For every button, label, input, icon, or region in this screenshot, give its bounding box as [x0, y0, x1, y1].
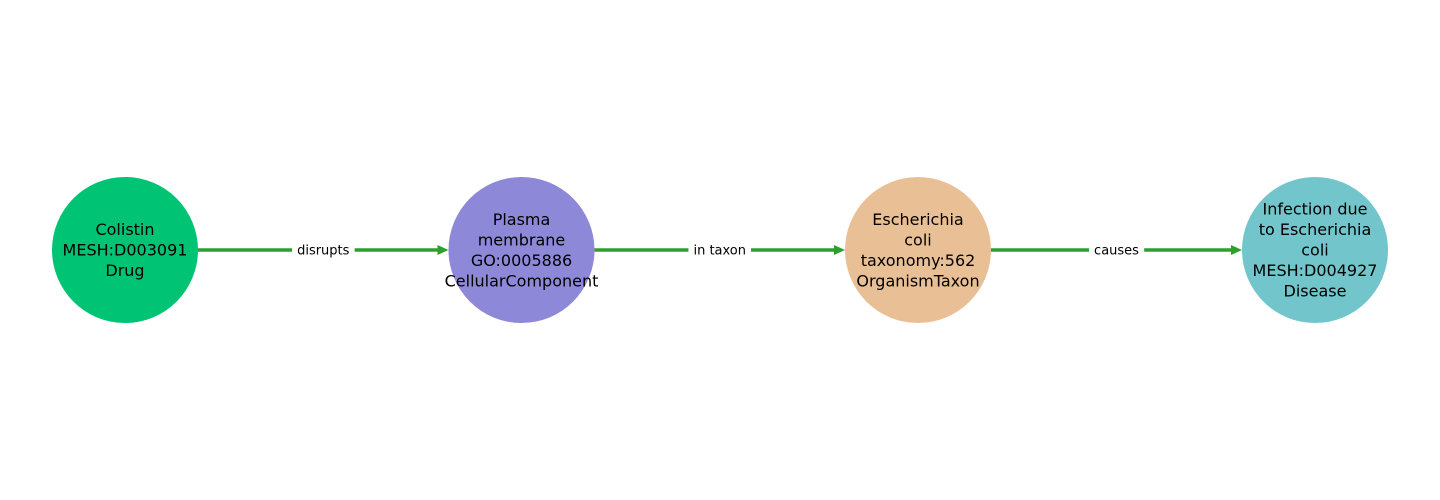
edge-label: disrupts: [297, 244, 350, 259]
node-circle[interactable]: [448, 177, 595, 323]
node-label-line: Drug: [105, 261, 144, 280]
node-label-line: to Escherichia: [1259, 220, 1372, 239]
arrowhead-icon: [1231, 245, 1242, 255]
node-circle[interactable]: [52, 177, 198, 323]
node-label-line: MESH:D004927: [1253, 261, 1378, 280]
edge-label: in taxon: [693, 244, 746, 259]
arrowhead-icon: [834, 245, 845, 255]
edge-label-background: [292, 242, 355, 260]
node-plasma-membrane[interactable]: PlasmamembraneGO:0005886CellularComponen…: [445, 177, 599, 323]
node-circle[interactable]: [845, 177, 991, 323]
node-label-line: MESH:D003091: [63, 241, 188, 260]
edge-label-background: [688, 242, 752, 260]
node-label-line: CellularComponent: [445, 271, 599, 290]
node-label-line: taxonomy:562: [861, 251, 976, 270]
node-label-line: OrganismTaxon: [856, 271, 979, 290]
arrowhead-icon: [437, 245, 449, 255]
edge-label: causes: [1094, 244, 1139, 259]
edge-label-background: [1089, 242, 1145, 260]
node-label-line: membrane: [478, 230, 566, 249]
node-label-line: Colistin: [95, 220, 154, 239]
node-label-line: GO:0005886: [471, 251, 572, 270]
node-label-line: Infection due: [1262, 200, 1367, 219]
edge-colistin-plasma-membrane: disrupts: [198, 242, 449, 260]
node-label-line: coli: [904, 230, 931, 249]
edge-plasma-membrane-e-coli: in taxon: [594, 242, 845, 260]
node-label-line: Escherichia: [872, 210, 963, 229]
node-label-line: Disease: [1284, 282, 1347, 301]
node-label-line: Plasma: [493, 210, 551, 229]
node-label-line: coli: [1301, 241, 1328, 260]
node-circle[interactable]: [1242, 177, 1388, 323]
edge-e-coli-infection: causes: [991, 242, 1242, 260]
